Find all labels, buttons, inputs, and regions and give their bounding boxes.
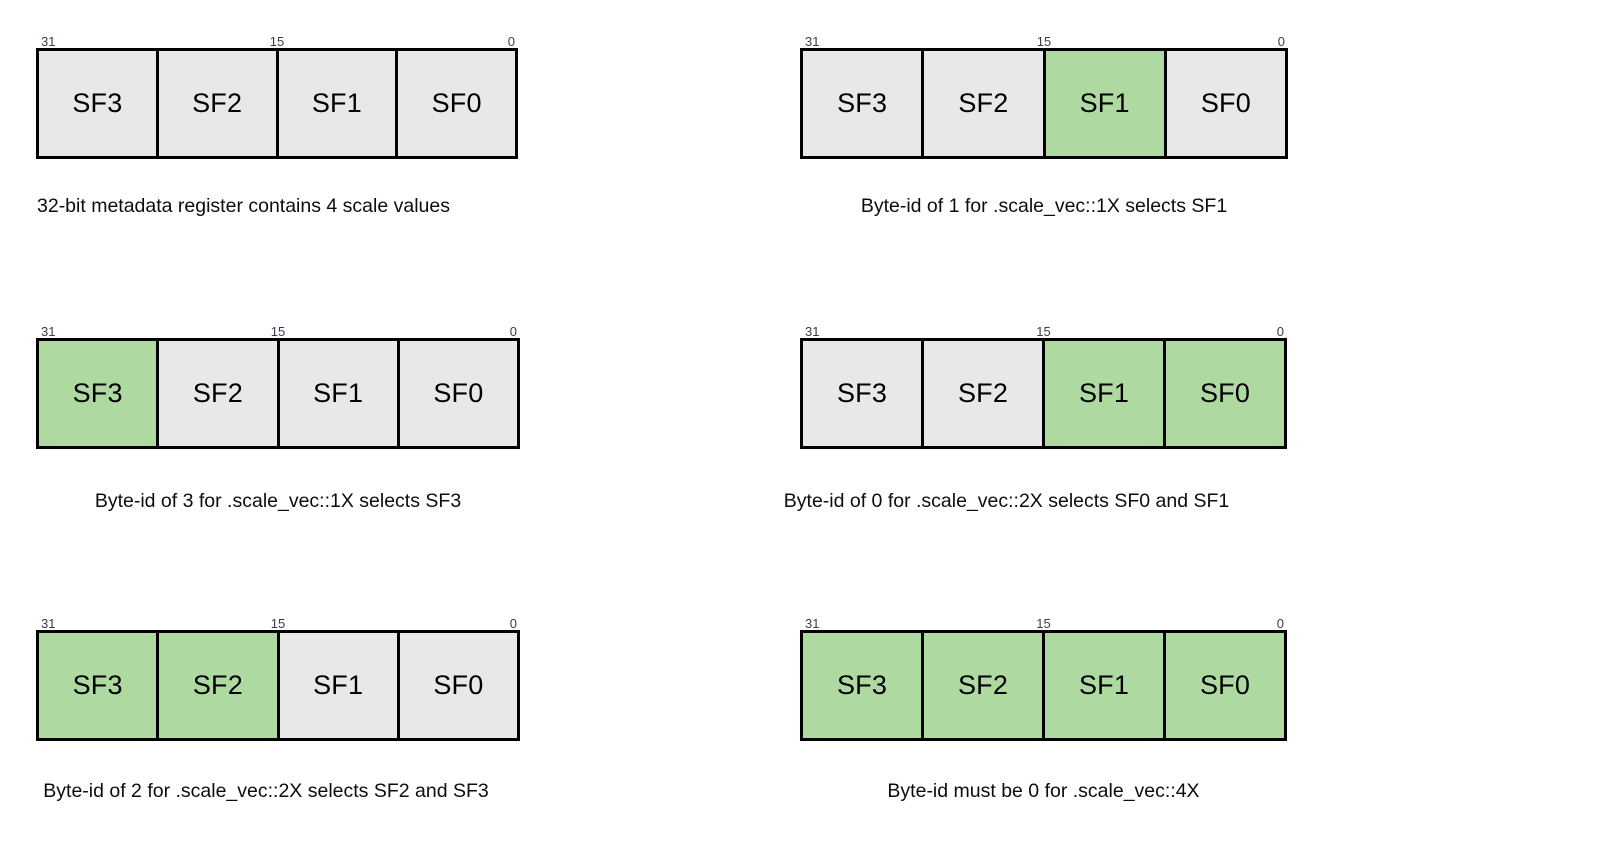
- register-field-sf0: SF0: [399, 341, 517, 446]
- register-field-sf3: SF3: [39, 633, 160, 738]
- register-field-sf0: SF0: [1166, 51, 1285, 156]
- bit-label-lsb: 0: [509, 324, 517, 339]
- bit-label-lsb: 0: [507, 34, 515, 49]
- register-figure-e: 31 15 0 SF3 SF2 SF1 SF0 Byte-id of 2 for…: [0, 600, 800, 857]
- bit-label-msb: 31: [41, 616, 56, 631]
- bit-label-mid: 15: [1036, 616, 1051, 631]
- figure-caption-e: Byte-id of 2 for .scale_vec::2X selects …: [43, 780, 489, 802]
- register-box-d: SF3 SF2 SF1 SF0: [800, 338, 1287, 449]
- register-field-sf2: SF2: [158, 51, 279, 156]
- register-field-sf3: SF3: [39, 341, 160, 446]
- bit-label-lsb: 0: [1276, 324, 1284, 339]
- bit-ruler-f: 31 15 0: [800, 610, 1287, 630]
- figure-caption-f: Byte-id must be 0 for .scale_vec::4X: [887, 780, 1200, 802]
- figure-caption-c: Byte-id of 3 for .scale_vec::1X selects …: [94, 490, 462, 512]
- figure-caption-b: Byte-id of 1 for .scale_vec::1X selects …: [860, 195, 1228, 217]
- register-box-e: SF3 SF2 SF1 SF0: [36, 630, 520, 741]
- bit-ruler-c: 31 15 0: [36, 318, 520, 338]
- register-field-sf0: SF0: [399, 633, 517, 738]
- register-figure-a: 31 15 0 SF3 SF2 SF1 SF0 32-bit metadata …: [0, 0, 800, 300]
- register-field-sf1: SF1: [278, 51, 399, 156]
- bit-label-msb: 31: [41, 324, 56, 339]
- register-field-sf2: SF2: [159, 341, 280, 446]
- register-field-sf2: SF2: [159, 633, 280, 738]
- register-field-sf1: SF1: [279, 633, 400, 738]
- register-field-sf0: SF0: [1166, 341, 1284, 446]
- bit-label-msb: 31: [41, 34, 56, 49]
- register-field-sf1: SF1: [1045, 633, 1166, 738]
- register-field-sf2: SF2: [924, 341, 1045, 446]
- register-field-sf2: SF2: [924, 51, 1046, 156]
- bit-label-lsb: 0: [1277, 34, 1285, 49]
- register-field-sf3: SF3: [803, 341, 924, 446]
- register-box-a: SF3 SF2 SF1 SF0: [36, 48, 518, 159]
- bit-label-mid: 15: [270, 616, 286, 631]
- register-field-sf3: SF3: [803, 633, 924, 738]
- register-field-sf3: SF3: [39, 51, 159, 156]
- bit-label-mid: 15: [1036, 34, 1052, 49]
- bit-label-lsb: 0: [509, 616, 517, 631]
- register-box-c: SF3 SF2 SF1 SF0: [36, 338, 520, 449]
- bit-label-msb: 31: [805, 324, 820, 339]
- bit-ruler-b: 31 15 0: [800, 28, 1288, 48]
- register-figure-c: 31 15 0 SF3 SF2 SF1 SF0 Byte-id of 3 for…: [0, 300, 800, 600]
- bit-ruler-e: 31 15 0: [36, 610, 520, 630]
- register-figure-f: 31 15 0 SF3 SF2 SF1 SF0 Byte-id must be …: [800, 600, 1600, 857]
- register-field-sf1: SF1: [279, 341, 400, 446]
- bit-ruler-a: 31 15 0: [36, 28, 518, 48]
- register-field-sf2: SF2: [924, 633, 1045, 738]
- bit-label-mid: 15: [270, 324, 286, 339]
- register-figure-b: 31 15 0 SF3 SF2 SF1 SF0 Byte-id of 1 for…: [800, 0, 1600, 300]
- register-field-sf1: SF1: [1045, 341, 1166, 446]
- figure-caption-a: 32-bit metadata register contains 4 scal…: [37, 195, 450, 217]
- register-box-b: SF3 SF2 SF1 SF0: [800, 48, 1288, 159]
- register-field-sf0: SF0: [1166, 633, 1284, 738]
- bit-label-msb: 31: [805, 34, 820, 49]
- register-field-sf0: SF0: [398, 51, 515, 156]
- register-field-sf3: SF3: [803, 51, 925, 156]
- register-field-sf1: SF1: [1045, 51, 1167, 156]
- register-figure-d: 31 15 0 SF3 SF2 SF1 SF0 Byte-id of 0 for…: [784, 300, 1600, 600]
- bit-label-msb: 31: [805, 616, 820, 631]
- figure-caption-d: Byte-id of 0 for .scale_vec::2X selects …: [783, 490, 1230, 512]
- bit-label-mid: 15: [1036, 324, 1051, 339]
- bit-ruler-d: 31 15 0: [800, 318, 1287, 338]
- bit-label-lsb: 0: [1276, 616, 1284, 631]
- bit-label-mid: 15: [269, 34, 285, 49]
- register-box-f: SF3 SF2 SF1 SF0: [800, 630, 1287, 741]
